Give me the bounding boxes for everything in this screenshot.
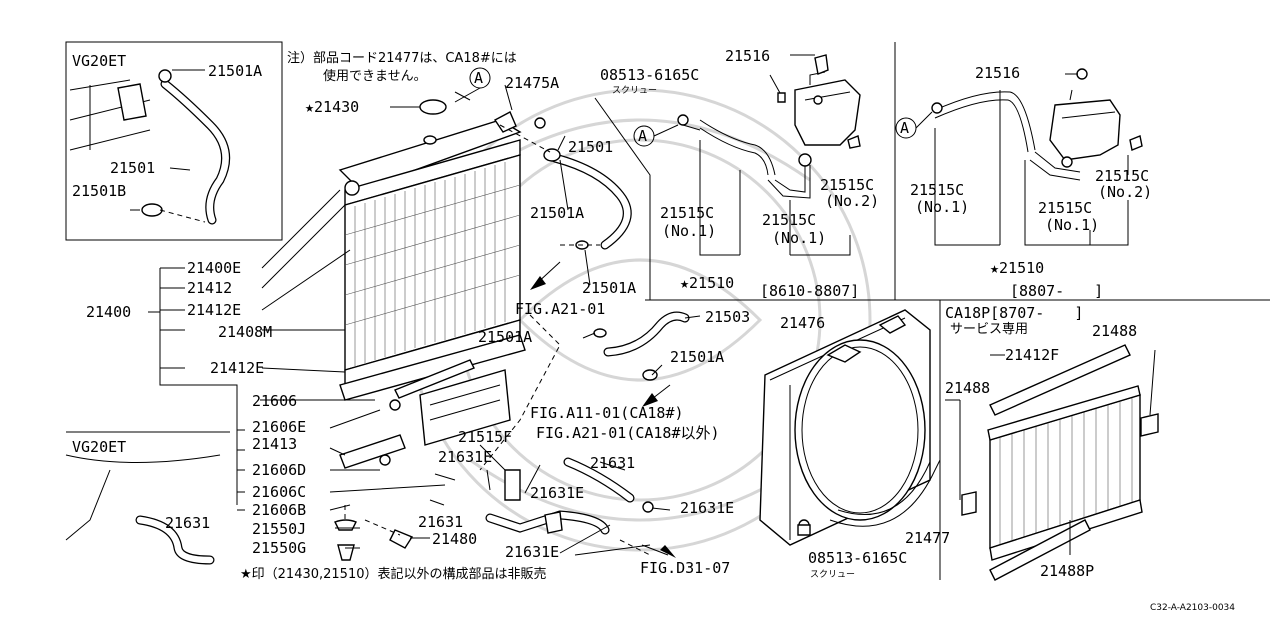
ca18p-line2: サービス専用 (950, 322, 1028, 337)
part-21515C-a: 21515C (660, 204, 714, 222)
lower-pipes (485, 457, 654, 535)
part-21606B: 21606B (252, 501, 306, 519)
part-21631-2: 21631 (418, 513, 463, 531)
reservoir-left (677, 54, 861, 256)
range-right: [8807- ] (1010, 282, 1103, 300)
part-21606D: 21606D (252, 461, 306, 479)
part-21501A-mid: 21501A (478, 328, 532, 346)
range-left: [8610-8807] (760, 282, 859, 300)
diagram-code: C32-A-A2103-0034 (1150, 603, 1235, 613)
part-21631E-4: 21631E (505, 543, 559, 561)
inset-top (69, 69, 231, 225)
screw-label-top: スクリュー (612, 85, 657, 96)
oil-cooler (334, 359, 511, 561)
part-21412: 21412 (187, 279, 232, 297)
part-21412E: 21412E (187, 301, 241, 319)
footer-note: ★印（21430,21510）表記以外の構成部品は非販売 (240, 566, 547, 582)
part-21412F: 21412F (1005, 346, 1059, 364)
text-labels: VG20ET 21501A 21501 21501B 注）部品コード21477は… (72, 47, 1235, 613)
part-21488-b: 21488 (945, 379, 990, 397)
part-21480: 21480 (432, 530, 477, 548)
circle-a-main: A (474, 69, 483, 87)
part-08513: 08513-6165C (600, 66, 699, 84)
frame-lines (65, 41, 1270, 580)
part-21475A: 21475A (505, 74, 559, 92)
part-21488: 21488 (1092, 322, 1137, 340)
part-21515F: 21515F (458, 428, 512, 446)
part-21501A-inset: 21501A (208, 62, 262, 80)
part-21515C-c-no: (No.2) (825, 192, 879, 210)
part-21515C-r3-no: (No.1) (1045, 216, 1099, 234)
part-21515C-b: 21515C (762, 211, 816, 229)
part-21606: 21606 (252, 392, 297, 410)
lower-hose (593, 311, 690, 381)
screw-label-bottom: スクリュー (810, 569, 855, 580)
fig-a21-01: FIG.A21-01 (515, 300, 605, 318)
part-21631: 21631 (590, 454, 635, 472)
part-21606E: 21606E (252, 418, 306, 436)
fig-a11-01: FIG.A11-01(CA18#) (530, 404, 684, 422)
circle-a-left: A (638, 127, 647, 145)
fan-shroud (759, 309, 941, 546)
upper-hose (499, 124, 632, 250)
part-21510-left: ★21510 (680, 274, 734, 292)
part-21501B-inset: 21501B (72, 182, 126, 200)
part-21400E: 21400E (187, 259, 241, 277)
part-21412E-2: 21412E (210, 359, 264, 377)
part-21501-inset: 21501 (110, 159, 155, 177)
part-21510-right: ★21510 (990, 259, 1044, 277)
part-21515C-r2: 21515C (1095, 167, 1149, 185)
part-21631-inset: 21631 (165, 514, 210, 532)
part-21550G: 21550G (252, 539, 306, 557)
part-21501A-low: 21501A (582, 279, 636, 297)
part-21631E-3: 21631E (680, 499, 734, 517)
part-21515C-b-no: (No.1) (772, 229, 826, 247)
part-21400: 21400 (86, 303, 131, 321)
main-radiator (338, 99, 546, 401)
note-line2: 使用できません。 (323, 68, 427, 84)
part-21488P: 21488P (1040, 562, 1094, 580)
note-line1: 注）部品コード21477は、CA18#には (287, 51, 517, 66)
part-21501A-main: 21501A (530, 204, 584, 222)
part-21408M: 21408M (218, 323, 272, 341)
leader-lines (148, 54, 1156, 556)
part-21476: 21476 (780, 314, 825, 332)
part-21550J: 21550J (252, 520, 306, 538)
part-21515C-r3: 21515C (1038, 199, 1092, 217)
ca18p-radiator (961, 344, 1159, 581)
reservoir-right (931, 68, 1143, 246)
part-21515C-r1-no: (No.1) (915, 198, 969, 216)
part-21503: 21503 (705, 308, 750, 326)
part-21515C-r1: 21515C (910, 181, 964, 199)
part-21631E-1: 21631E (438, 448, 492, 466)
circle-a-right: A (900, 119, 909, 137)
ca18p-line1: CA18P[8707- ] (945, 304, 1083, 322)
inset-bottom-model: VG20ET (72, 438, 126, 456)
part-21515C-c: 21515C (820, 176, 874, 194)
part-21515C-a-no: (No.1) (662, 222, 716, 240)
part-08513-b: 08513-6165C (808, 549, 907, 567)
part-21501A-mid2: 21501A (670, 348, 724, 366)
fig-a21-01b: FIG.A21-01(CA18#以外) (536, 424, 720, 442)
part-21606C: 21606C (252, 483, 306, 501)
fig-d31-07: FIG.D31-07 (640, 559, 730, 577)
part-21516-right: 21516 (975, 64, 1020, 82)
part-21501-main: 21501 (568, 138, 613, 156)
part-21430: ★21430 (305, 98, 359, 116)
part-21516: 21516 (725, 47, 770, 65)
part-21477: 21477 (905, 529, 950, 547)
part-21515C-r2-no: (No.2) (1098, 183, 1152, 201)
part-21631E-2: 21631E (530, 484, 584, 502)
circle-a-markers: A A A (454, 67, 933, 147)
inset-bottom (65, 454, 221, 565)
inset-top-model: VG20ET (72, 52, 126, 70)
arrows (530, 261, 676, 558)
part-21413: 21413 (252, 435, 297, 453)
